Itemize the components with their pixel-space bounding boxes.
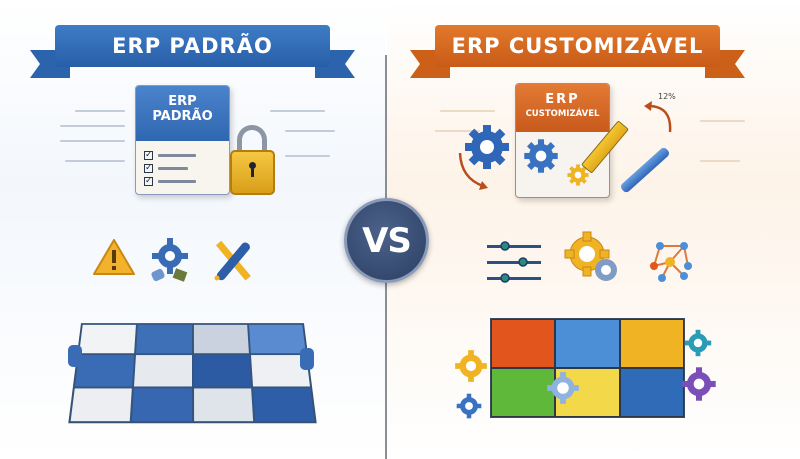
puzzle-piece: [251, 387, 316, 423]
puzzle-piece: [619, 368, 684, 417]
sliders-icon: [487, 241, 541, 283]
percentage-label: 12%: [658, 92, 676, 101]
puzzle-piece: [192, 354, 252, 388]
puzzle-piece: [73, 354, 136, 388]
yellow-gear-icon: [567, 164, 589, 186]
standard-erp-box: ERP PADRÃO ✓ ✓ ✓: [135, 85, 230, 195]
puzzle-piece: [619, 319, 684, 368]
motion-line: [285, 155, 330, 157]
checklist: ✓ ✓ ✓: [136, 141, 229, 194]
motion-line: [435, 130, 480, 132]
keyhole-stem: [251, 167, 254, 177]
checkbox-icon: ✓: [144, 176, 153, 186]
motion-line: [65, 160, 125, 162]
light-blue-gear-icon: [547, 372, 579, 404]
blue-gear-icon: [524, 139, 558, 173]
custom-erp-title: ERP CUSTOMIZÁVEL: [435, 25, 720, 67]
puzzle-piece: [491, 319, 556, 368]
standard-puzzle: [68, 323, 317, 424]
network-icon: [650, 242, 692, 282]
motion-line: [60, 125, 125, 127]
vs-badge: VS: [344, 198, 429, 283]
lock-shackle: [237, 125, 267, 157]
curved-arrow-icon: [644, 101, 672, 133]
gears-icon: [564, 231, 617, 281]
motion-line: [60, 140, 125, 142]
box-label-customizavel: CUSTOMIZÁVEL: [525, 109, 600, 119]
puzzle-piece: [491, 368, 556, 417]
motion-line: [285, 130, 335, 132]
blue-gear-icon: [456, 393, 482, 419]
puzzle-tab: [300, 348, 314, 370]
puzzle-piece: [130, 387, 193, 423]
standard-erp-title: ERP PADRÃO: [55, 25, 330, 67]
puzzle-piece: [555, 368, 620, 417]
puzzle-piece: [555, 319, 620, 368]
teal-gear-icon: [684, 329, 712, 357]
broken-gear-icon: [151, 238, 188, 282]
tools-icon: [214, 240, 251, 281]
puzzle-piece: [78, 323, 138, 355]
warning-icon: [93, 239, 135, 275]
motion-line: [270, 110, 325, 112]
custom-erp-box: ERP CUSTOMIZÁVEL: [515, 83, 610, 198]
blue-gear-icon: [465, 125, 509, 169]
keyhole-icon: [249, 162, 256, 169]
puzzle-tab: [68, 345, 82, 367]
motion-line: [700, 160, 740, 162]
box-label-erp: ERP: [545, 92, 580, 107]
checkbox-icon: ✓: [144, 163, 153, 173]
box-label-padrao: PADRÃO: [152, 109, 213, 124]
puzzle-piece: [135, 323, 193, 355]
custom-puzzle: [490, 318, 685, 418]
motion-line: [75, 110, 125, 112]
puzzle-piece: [247, 323, 307, 355]
curved-arrow-icon: [458, 152, 488, 190]
puzzle-piece: [133, 354, 193, 388]
motion-line: [700, 120, 745, 122]
puzzle-piece: [69, 387, 134, 423]
box-label-erp: ERP: [168, 94, 197, 109]
checkbox-icon: ✓: [144, 150, 153, 160]
purple-gear-icon: [682, 367, 716, 401]
puzzle-piece: [192, 387, 255, 423]
motion-line: [440, 110, 495, 112]
orange-gear-icon: [455, 350, 487, 382]
puzzle-piece: [192, 323, 250, 355]
